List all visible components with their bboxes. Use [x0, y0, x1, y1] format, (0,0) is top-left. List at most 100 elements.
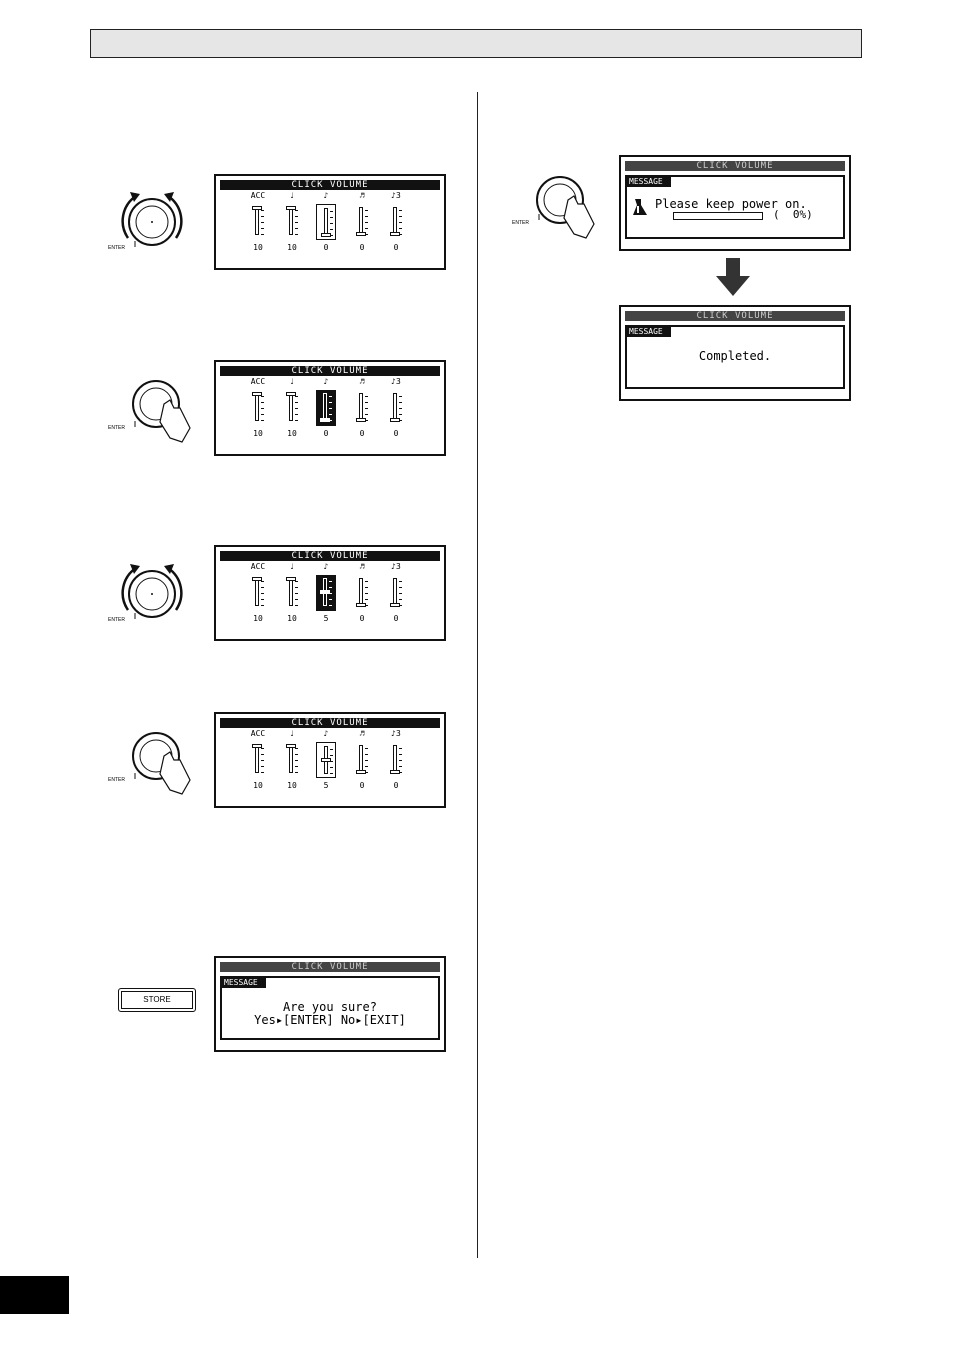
data-dial-press-icon[interactable]: ENTER [106, 726, 198, 796]
lcd-title: CLICK VOLUME [625, 311, 845, 321]
volume-slider[interactable] [386, 390, 406, 426]
volume-channel[interactable]: ♩10 [281, 376, 303, 440]
volume-slider[interactable] [352, 575, 372, 611]
volume-slider[interactable] [282, 742, 302, 778]
slider-tick [399, 581, 402, 582]
volume-channel[interactable]: ♬0 [351, 190, 373, 254]
volume-slider[interactable] [386, 742, 406, 778]
progress-message: Please keep power on. [655, 197, 807, 211]
volume-slider[interactable] [352, 742, 372, 778]
confirm-question: Are you sure? [283, 1000, 377, 1014]
warning-icon [633, 199, 647, 215]
slider-tick [365, 396, 368, 397]
slider-tick [365, 408, 368, 409]
data-dial-press-icon[interactable]: ENTER [510, 170, 602, 240]
channel-value: 0 [359, 781, 365, 790]
slider-tick [399, 605, 402, 606]
slider-knob[interactable] [320, 590, 330, 594]
volume-channel[interactable]: ♬0 [351, 376, 373, 440]
channel-value: 0 [393, 614, 399, 623]
volume-channel[interactable]: ♪0 [315, 190, 337, 254]
channel-value: 10 [253, 781, 263, 790]
slider-knob[interactable] [356, 232, 366, 236]
volume-slider[interactable] [282, 204, 302, 240]
data-dial-rotate-icon[interactable]: ENTER [106, 186, 198, 256]
slider-track [289, 207, 293, 235]
slider-tick [261, 210, 264, 211]
slider-track [323, 393, 327, 421]
slider-knob[interactable] [390, 232, 400, 236]
slider-tick [295, 593, 298, 594]
volume-channel[interactable]: ♩10 [281, 561, 303, 625]
volume-channel[interactable]: ♪0 [315, 376, 337, 440]
slider-knob[interactable] [286, 206, 296, 210]
slider-knob[interactable] [356, 770, 366, 774]
volume-channel[interactable]: ♪5 [315, 561, 337, 625]
slider-knob[interactable] [390, 770, 400, 774]
volume-channel[interactable]: ♪5 [315, 728, 337, 792]
volume-slider[interactable] [316, 390, 336, 426]
volume-slider[interactable] [386, 204, 406, 240]
slider-knob[interactable] [390, 603, 400, 607]
slider-tick [365, 228, 368, 229]
slider-knob[interactable] [252, 392, 262, 396]
volume-slider[interactable] [248, 390, 268, 426]
slider-knob[interactable] [286, 392, 296, 396]
slider-tick [329, 396, 332, 397]
slider-tick [399, 402, 402, 403]
slider-tick [261, 420, 264, 421]
slider-knob[interactable] [252, 206, 262, 210]
slider-tick [365, 216, 368, 217]
slider-tick [295, 228, 298, 229]
volume-slider[interactable] [352, 390, 372, 426]
volume-slider[interactable] [386, 575, 406, 611]
slider-track [324, 208, 328, 236]
channel-label: ACC [250, 729, 266, 738]
slider-tick [329, 420, 332, 421]
channel-label: ACC [250, 377, 266, 386]
slider-knob[interactable] [252, 744, 262, 748]
volume-slider[interactable] [282, 575, 302, 611]
slider-tick [261, 228, 264, 229]
slider-knob[interactable] [390, 418, 400, 422]
slider-tick [399, 593, 402, 594]
slider-knob[interactable] [321, 758, 331, 762]
slider-knob[interactable] [321, 233, 331, 237]
slider-knob[interactable] [356, 418, 366, 422]
data-dial-press-icon[interactable]: ENTER [106, 374, 198, 444]
slider-knob[interactable] [320, 418, 330, 422]
slider-tick [399, 766, 402, 767]
volume-channel[interactable]: ACC 10 [247, 728, 269, 792]
slider-knob[interactable] [286, 744, 296, 748]
channel-label: ♪3 [391, 191, 401, 200]
volume-slider[interactable] [316, 742, 336, 778]
volume-slider[interactable] [282, 390, 302, 426]
volume-slider[interactable] [316, 204, 336, 240]
slider-tick [295, 748, 298, 749]
volume-slider[interactable] [316, 575, 336, 611]
slider-track [289, 393, 293, 421]
volume-slider[interactable] [248, 204, 268, 240]
volume-slider[interactable] [248, 575, 268, 611]
volume-slider[interactable] [248, 742, 268, 778]
volume-channel[interactable]: ♬0 [351, 728, 373, 792]
volume-slider[interactable] [352, 204, 372, 240]
volume-channel[interactable]: ♩10 [281, 728, 303, 792]
slider-knob[interactable] [286, 577, 296, 581]
slider-knob[interactable] [252, 577, 262, 581]
slider-tick [261, 748, 264, 749]
data-dial-rotate-icon[interactable]: ENTER [106, 558, 198, 628]
slider-knob[interactable] [356, 603, 366, 607]
volume-channel[interactable]: ♬0 [351, 561, 373, 625]
store-button[interactable]: STORE [118, 988, 196, 1012]
volume-channel[interactable]: ♩10 [281, 190, 303, 254]
